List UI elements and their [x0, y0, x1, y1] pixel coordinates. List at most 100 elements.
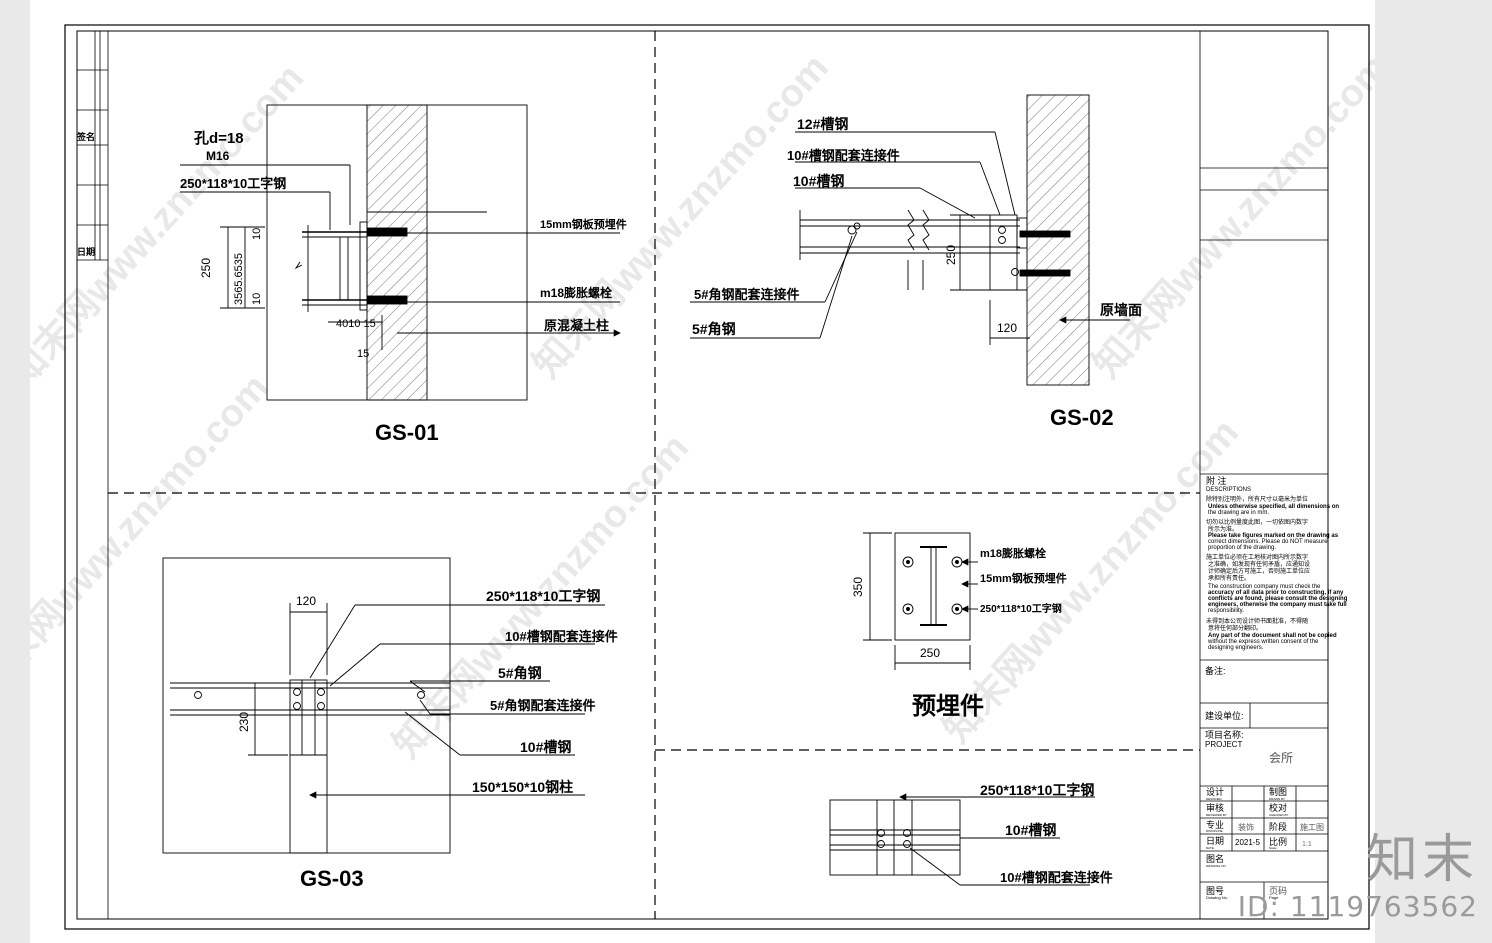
svg-text:所示为准。: 所示为准。 — [1208, 525, 1238, 533]
dim-120: 120 — [296, 594, 316, 608]
dim-250: 250 — [944, 245, 958, 265]
watermark-text: 知末网www.znzmo.com — [30, 57, 312, 396]
embed-title: 预埋件 — [912, 693, 984, 720]
dim-250: 250 — [920, 646, 940, 660]
svg-text:设计: 设计 — [1206, 786, 1224, 797]
brand-badge: 知末 ID: 1119763562 — [1238, 830, 1478, 923]
label-m16: M16 — [206, 149, 230, 163]
svg-text:未得到本公司设计师书面批准，不得随: 未得到本公司设计师书面批准，不得随 — [1206, 617, 1308, 625]
svg-text:DESIGNED: DESIGNED — [1206, 797, 1223, 801]
drawing-sheet: 知末网www.znzmo.com 知末网www.znzmo.com 知末网www… — [30, 0, 1375, 943]
svg-text:designing engineers.: designing engineers. — [1208, 645, 1264, 651]
left-strip — [77, 31, 109, 919]
label-plate: 15mm钢板预埋件 — [980, 571, 1067, 585]
label-ang: 5#角钢 — [498, 665, 542, 681]
remark-label: 备注: — [1205, 665, 1226, 676]
svg-text:correct dimensions. Please do: correct dimensions. Please do NOT measur… — [1208, 539, 1328, 545]
svg-text:阶段: 阶段 — [1269, 821, 1287, 832]
watermark-text: 知末网www.znzmo.com — [30, 367, 277, 706]
label-ibeam: 250*118*10工字钢 — [980, 602, 1062, 615]
svg-text:DRAWN BY: DRAWN BY — [1269, 797, 1285, 801]
svg-text:proportion of the drawing.: proportion of the drawing. — [1208, 545, 1276, 551]
svg-text:CHECKED BY: CHECKED BY — [1269, 813, 1289, 817]
notes-block: 附 注 DESCRIPTIONS 除特别注明外，所有尺寸以毫米为单位 Unles… — [1206, 475, 1348, 651]
label-ch12: 12#槽钢 — [797, 116, 848, 132]
label-hole: 孔d=18 — [194, 130, 244, 147]
label-plate: 15mm钢板预埋件 — [540, 217, 627, 231]
svg-text:审核: 审核 — [1206, 802, 1224, 813]
svg-text:Drawing No.: Drawing No. — [1206, 895, 1228, 900]
label-conn10: 10#槽钢配套连接件 — [1000, 870, 1113, 885]
label-col: 150*150*10钢柱 — [472, 779, 573, 795]
titleblock-fields: 备注: 建设单位: 项目名称: PROJECT 会所 设计 DESIGNED 制… — [1205, 665, 1324, 900]
project-label: 项目名称: — [1205, 729, 1244, 740]
label-ang-conn: 5#角钢配套连接件 — [490, 698, 595, 713]
dim-10b: 10 — [251, 293, 263, 305]
dim-15: 15 — [357, 348, 369, 360]
watermark-layer: 知末网www.znzmo.com 知末网www.znzmo.com 知末网www… — [30, 47, 1375, 766]
label-bolt: m18膨胀螺栓 — [540, 285, 612, 300]
svg-text:之准确，如发现有任何矛盾，应通知设: 之准确，如发现有任何矛盾，应通知设 — [1208, 560, 1310, 568]
dim-230: 230 — [237, 712, 251, 732]
dim-stack: 3565.6535 — [233, 253, 245, 305]
svg-text:比例: 比例 — [1269, 836, 1287, 847]
svg-text:DRAWING NO.: DRAWING NO. — [1206, 864, 1227, 868]
svg-text:图名: 图名 — [1206, 853, 1224, 864]
svg-text:校对: 校对 — [1269, 802, 1287, 813]
svg-text:意将任何部分翻印。: 意将任何部分翻印。 — [1208, 624, 1262, 632]
svg-text:施工图: 施工图 — [1300, 822, 1324, 832]
svg-text:Any part of the document shall: Any part of the document shall not be co… — [1208, 633, 1337, 639]
label-ibeam: 250*118*10工字钢 — [486, 588, 600, 604]
label-ch10: 10#槽钢 — [520, 739, 571, 755]
svg-text:conflicts are found, please co: conflicts are found, please consult the … — [1208, 596, 1348, 602]
detail-gs03 — [162, 557, 605, 854]
detail-gs01 — [180, 104, 621, 401]
svg-text:计师确定后方可施工，否则施工单位应: 计师确定后方可施工，否则施工单位应 — [1208, 567, 1310, 575]
svg-text:施工单位必须在工地核对图内所示数字: 施工单位必须在工地核对图内所示数字 — [1206, 553, 1308, 561]
label-bolt: m18膨胀螺栓 — [980, 546, 1046, 560]
svg-text:承担所有责任。: 承担所有责任。 — [1208, 574, 1250, 582]
svg-text:专业: 专业 — [1206, 819, 1224, 830]
detail-gs02 — [690, 94, 1130, 386]
svg-text:accuracy of all data prior to: accuracy of all data prior to constructi… — [1208, 590, 1344, 596]
svg-text:制图: 制图 — [1269, 786, 1287, 797]
svg-text:DISCIPLINE: DISCIPLINE — [1206, 829, 1223, 833]
svg-text:Please take figures marked on: Please take figures marked on the drawin… — [1208, 533, 1339, 539]
detail-plan — [829, 793, 1095, 886]
gs01-title: GS-01 — [375, 420, 439, 445]
svg-text:图号: 图号 — [1206, 886, 1224, 896]
dim-bottom: 4010 15 — [336, 318, 376, 330]
svg-text:DATE: DATE — [1206, 846, 1214, 850]
watermark-text: 知末网www.znzmo.com — [1085, 47, 1375, 386]
svg-text:附 注: 附 注 — [1206, 475, 1227, 486]
detail-embed — [863, 532, 978, 670]
cad-drawing: 知末网www.znzmo.com 知末网www.znzmo.com 知末网www… — [30, 24, 1375, 930]
strip-label: 签名 — [76, 131, 95, 142]
project-en: PROJECT — [1205, 740, 1242, 749]
label-conn10: 10#槽钢配套连接件 — [505, 629, 618, 644]
inner-frame — [76, 30, 1329, 920]
svg-text:the drawing are in mm.: the drawing are in mm. — [1208, 510, 1269, 516]
brand-logo: 知末 — [1365, 830, 1478, 890]
svg-text:装饰: 装饰 — [1238, 822, 1254, 832]
panel-dividers — [108, 31, 1200, 919]
label-ang: 5#角钢 — [692, 321, 736, 337]
svg-text:without the express written co: without the express written consent of t… — [1207, 639, 1319, 645]
svg-text:切勿以比例量度此图，一切依图内数字: 切勿以比例量度此图，一切依图内数字 — [1206, 518, 1308, 526]
svg-text:responsibility.: responsibility. — [1208, 608, 1244, 614]
dim-10a: 10 — [251, 228, 263, 240]
label-column: 原混凝土柱 — [544, 318, 609, 333]
svg-text:2021-5: 2021-5 — [1235, 838, 1260, 847]
svg-text:Page: Page — [1269, 895, 1279, 900]
svg-text:除特别注明外，所有尺寸以毫米为单位: 除特别注明外，所有尺寸以毫米为单位 — [1206, 495, 1308, 503]
project-value: 会所 — [1269, 751, 1293, 765]
gs03-title: GS-03 — [300, 866, 364, 891]
gs02-title: GS-02 — [1050, 405, 1114, 430]
title-block — [1199, 31, 1328, 919]
svg-text:The construction company must: The construction company must check the — [1208, 584, 1321, 590]
label-wall: 原墙面 — [1100, 302, 1142, 318]
label-ch10: 10#槽钢 — [1005, 822, 1056, 838]
watermark-text: 知末网www.znzmo.com — [525, 47, 836, 386]
dim-350: 350 — [851, 577, 865, 597]
svg-text:engineers, otherwise the compa: engineers, otherwise the company must ta… — [1208, 602, 1347, 608]
